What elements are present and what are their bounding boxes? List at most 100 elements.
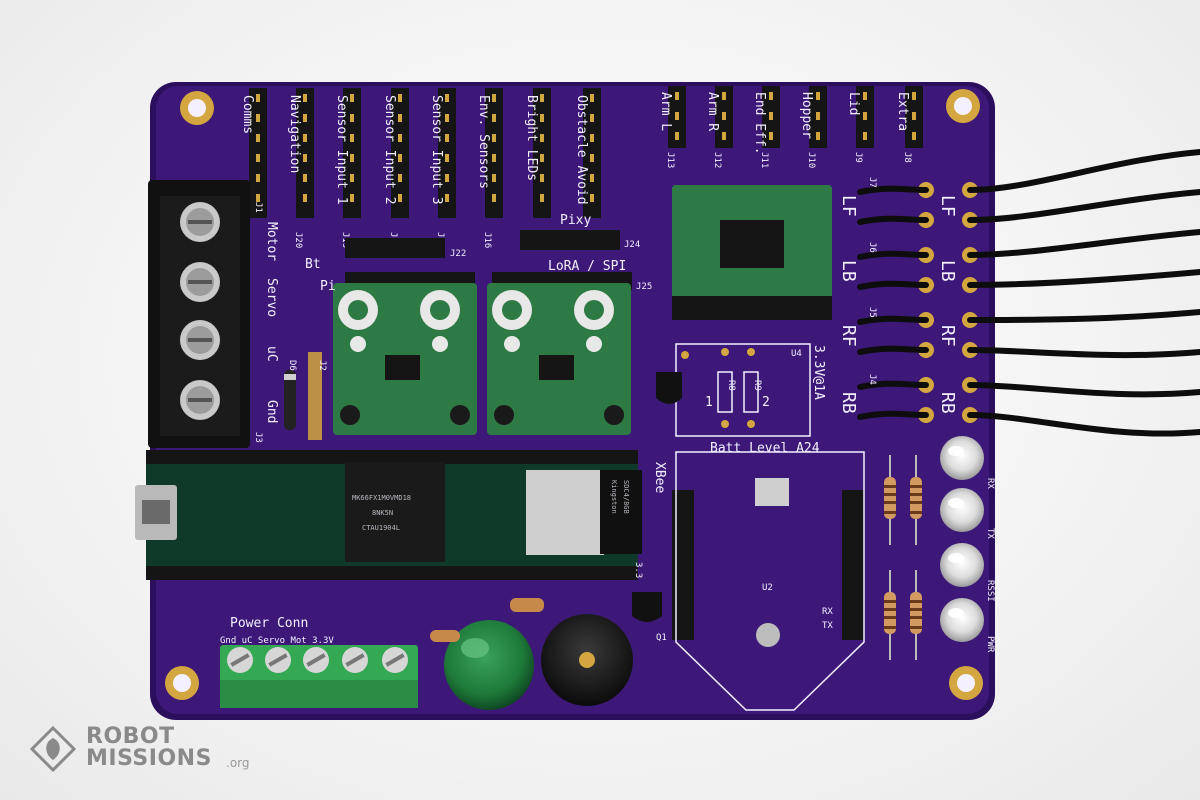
servo-header-ref: J12 xyxy=(712,152,722,168)
label-tx: TX xyxy=(822,621,833,631)
left-label: Servo xyxy=(264,278,279,317)
label-xbee: XBee xyxy=(652,462,667,493)
motor-ref: J6 xyxy=(867,242,877,253)
terminal-screw xyxy=(180,320,220,360)
motor-pad xyxy=(857,309,1200,328)
label-q1: Q1 xyxy=(656,633,667,643)
brand-suffix: .org xyxy=(226,756,250,770)
power-screw xyxy=(265,647,291,673)
servo-header-label: End Eff. xyxy=(752,92,767,155)
terminal-screw xyxy=(180,202,220,242)
servo-header-ref: J8 xyxy=(902,152,912,163)
led-label: PWR xyxy=(985,636,995,653)
header-label: Obstacle Avoid xyxy=(574,95,589,205)
mount-hole-tl xyxy=(180,91,214,125)
servo-header-label: Arm R xyxy=(705,92,720,131)
led-label: TX xyxy=(985,528,995,539)
brand-line2: MISSIONS xyxy=(86,746,212,771)
header-label: Navigation xyxy=(287,95,302,173)
label-j25: J25 xyxy=(636,282,652,292)
motor-pad xyxy=(857,269,1200,293)
motor-ref: J5 xyxy=(867,307,877,318)
servo-header-ref: J9 xyxy=(853,152,863,163)
label-voltage: 3.3V@1A xyxy=(811,345,826,400)
brand-line1: ROBOT xyxy=(86,724,175,749)
clear-led xyxy=(940,488,984,532)
chip-line-3: CTAU1904L xyxy=(362,524,400,532)
motor-ref: J4 xyxy=(867,374,877,385)
motor-ref: J7 xyxy=(867,177,877,188)
servo-header-label: Extra xyxy=(895,92,910,131)
power-connector xyxy=(220,645,418,708)
header-ref: J20 xyxy=(293,232,303,248)
terminal-screw xyxy=(180,380,220,420)
regulator-area xyxy=(675,343,811,437)
label-r9: R9 xyxy=(752,380,762,391)
header-label: Env. Sensors xyxy=(476,95,491,189)
resistor xyxy=(884,570,896,660)
servo-header-label: Hopper xyxy=(799,92,814,139)
motor-label-outer: LF xyxy=(937,195,958,217)
servo-header-label: Arm L xyxy=(658,92,673,131)
motor-label-inner: LB xyxy=(838,260,859,282)
mount-hole-bl xyxy=(165,666,199,700)
header-j24 xyxy=(520,230,620,250)
left-label: uC xyxy=(264,346,279,362)
label-batt: Batt Level A24 xyxy=(710,441,820,456)
header-ref: J16 xyxy=(482,232,492,248)
xbee-socket xyxy=(672,451,865,711)
motor-label-outer: LB xyxy=(937,260,958,282)
power-conn-sub: Gnd uC Servo Mot 3.3V xyxy=(220,636,334,646)
header-label: Sensor Input 3 xyxy=(429,95,444,205)
servo-header-ref: J10 xyxy=(806,152,816,168)
header-j22 xyxy=(345,238,445,258)
label-3v3: 3.3 xyxy=(633,562,643,578)
clear-led xyxy=(940,598,984,642)
label-j2: J2 xyxy=(317,360,327,371)
servo-header-ref: J13 xyxy=(665,152,675,168)
motor-pad xyxy=(857,189,1200,228)
motor-driver-module xyxy=(672,185,832,320)
servo-header-j12: Arm R J12 xyxy=(705,86,733,168)
motor-wires xyxy=(857,149,1200,437)
sd-card-sub: SDC4/8GB xyxy=(622,480,630,514)
servo-header-j13: Arm L J13 xyxy=(658,86,686,168)
power-screw xyxy=(303,647,329,673)
resistor xyxy=(884,455,896,545)
current-sensor-module-2 xyxy=(487,283,631,435)
header-label: Comms xyxy=(240,95,255,134)
resistor xyxy=(910,570,922,660)
motor-label-inner: RB xyxy=(838,392,859,414)
servo-header-ref: J11 xyxy=(759,152,769,168)
mount-hole-tr xyxy=(946,89,980,123)
servo-header-label: Lid xyxy=(846,92,861,115)
left-label: Motor xyxy=(264,222,279,261)
small-resistors xyxy=(430,598,544,642)
brand-watermark: ROBOT MISSIONS .org xyxy=(30,722,260,778)
current-sensor-module-1 xyxy=(333,283,477,435)
power-screw xyxy=(227,647,253,673)
power-screw xyxy=(342,647,368,673)
chip-line-2: 8NK5N xyxy=(372,509,393,517)
label-d6: D6 xyxy=(287,360,297,371)
resistor xyxy=(910,455,922,545)
label-rx: RX xyxy=(822,607,833,617)
led-label: RSSI xyxy=(985,580,995,602)
clear-led xyxy=(940,436,984,480)
label-j22: J22 xyxy=(450,249,466,259)
header-j2 xyxy=(308,352,322,440)
label-div-2: 2 xyxy=(762,395,770,410)
label-u2: U2 xyxy=(762,583,773,593)
label-r8: R8 xyxy=(726,380,736,391)
brand-leaf-icon xyxy=(30,726,76,772)
terminal-screw xyxy=(180,262,220,302)
